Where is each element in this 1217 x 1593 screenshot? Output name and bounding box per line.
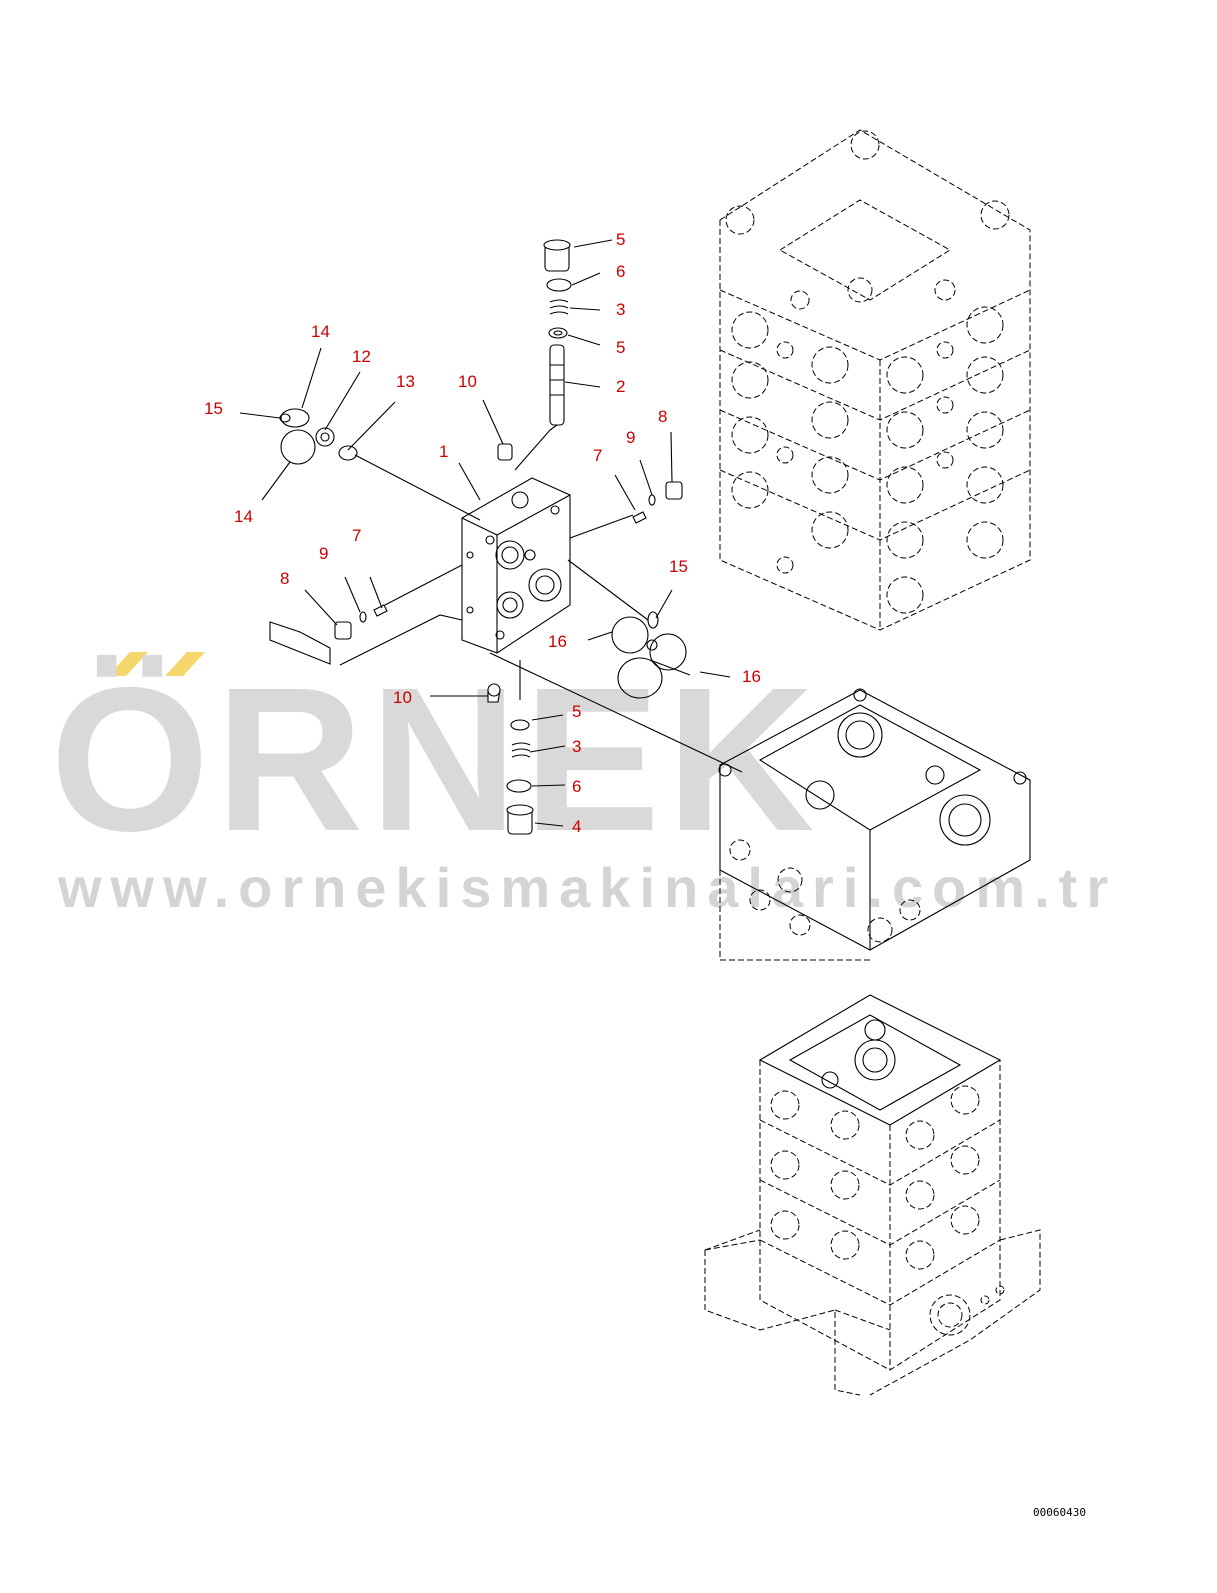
callout-7-left: 7 xyxy=(352,526,361,545)
callout-16-left: 16 xyxy=(548,632,567,651)
drawing-code: 00060430 xyxy=(1033,1506,1086,1519)
callout-14: 14 xyxy=(234,507,253,526)
callout-1: 1 xyxy=(439,442,448,461)
callout-4-top: 5 xyxy=(616,230,625,249)
watermark-accent-left xyxy=(108,652,148,676)
valve-stack-bottom xyxy=(704,994,1041,1396)
callout-10-top: 10 xyxy=(458,372,477,391)
callout-16-right: 16 xyxy=(742,667,761,686)
callout-5-bottom: 5 xyxy=(572,702,581,721)
valve-stack-top xyxy=(719,129,1031,631)
callout-6-bottom: 6 xyxy=(572,777,581,796)
callout-15-left: 15 xyxy=(204,399,223,418)
callout-12: 13 xyxy=(396,372,415,391)
callout-3-bottom: 3 xyxy=(572,737,581,756)
section-block xyxy=(461,477,571,654)
callout-2: 2 xyxy=(616,377,625,396)
callout-9-left: 9 xyxy=(319,544,328,563)
callout-6-top: 6 xyxy=(616,262,625,281)
callout-5-top: 5 xyxy=(616,338,625,357)
watermark-accent-right xyxy=(165,652,205,676)
callout-13: 14 xyxy=(311,322,330,341)
callout-7-right: 7 xyxy=(593,446,602,465)
callout-10-bottom: 10 xyxy=(393,688,412,707)
leader-lines xyxy=(239,239,743,827)
callout-3-top: 3 xyxy=(616,300,625,319)
small-parts xyxy=(269,239,687,835)
callout-4-bottom: 4 xyxy=(572,817,581,836)
callout-8-right: 8 xyxy=(658,407,667,426)
callout-11: 12 xyxy=(352,347,371,366)
callout-8-left: 8 xyxy=(280,569,289,588)
callout-labels: 5 6 3 5 2 14 12 13 10 15 14 1 7 9 8 7 9 … xyxy=(204,230,761,836)
callout-15-right: 15 xyxy=(669,557,688,576)
valve-section-middle xyxy=(718,688,1031,961)
callout-9-right: 9 xyxy=(626,428,635,447)
